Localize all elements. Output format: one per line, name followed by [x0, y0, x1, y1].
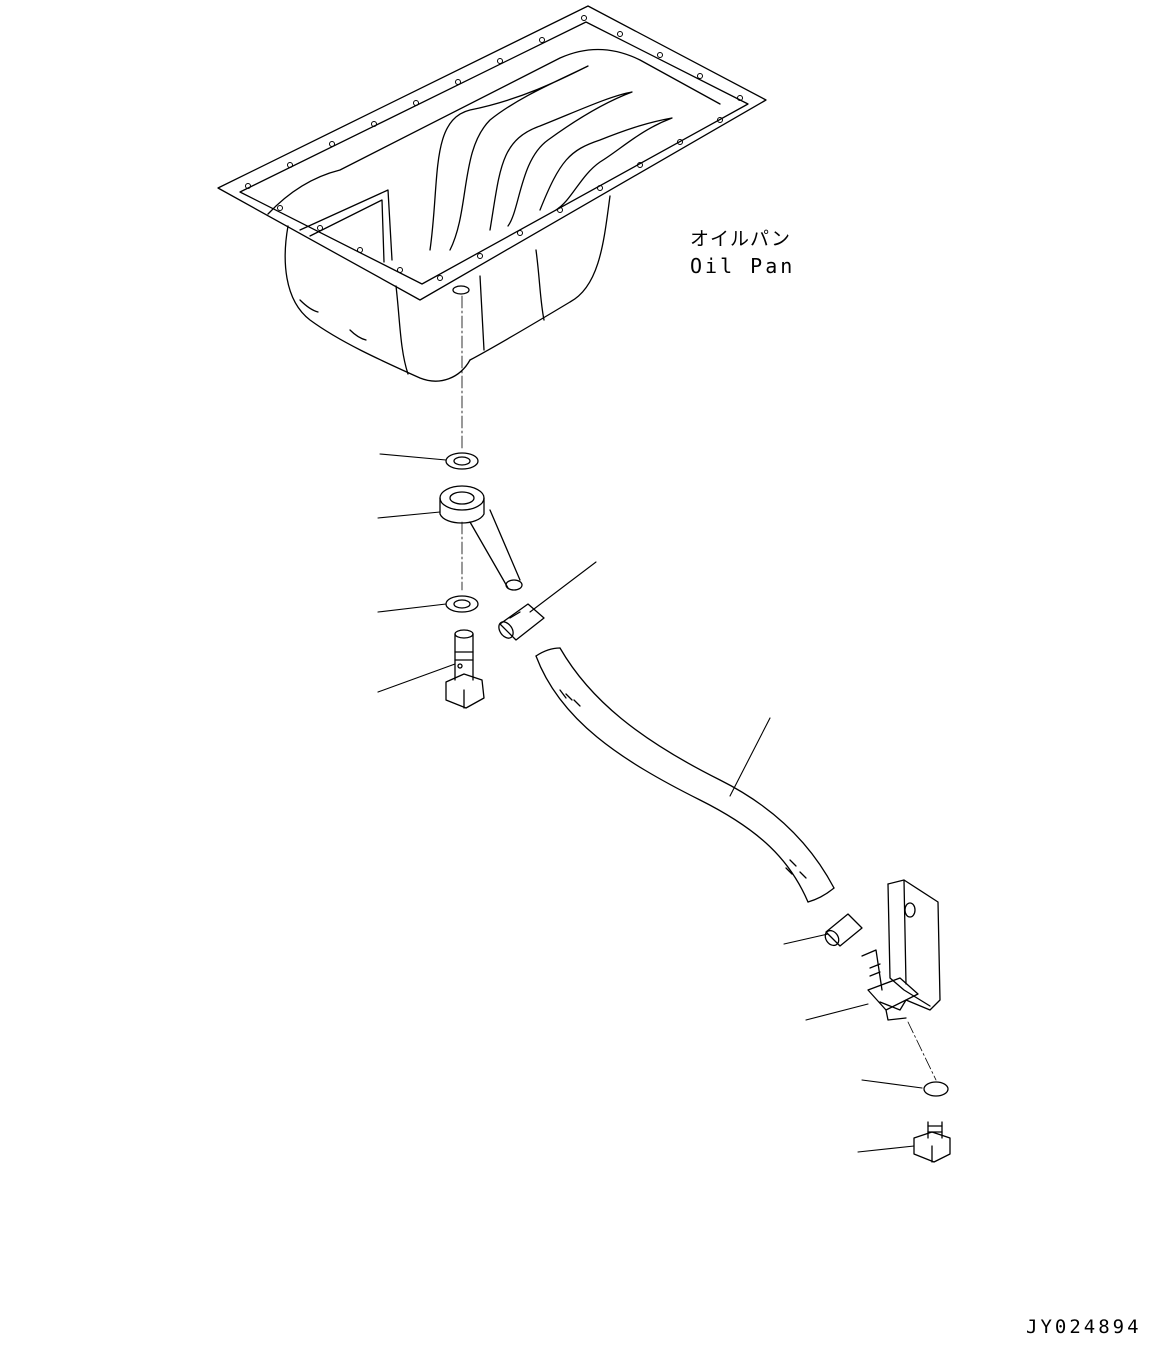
drawing-code: JY024894 [1026, 1316, 1142, 1338]
o-ring [924, 1082, 948, 1096]
banjo-fitting [440, 486, 522, 590]
gasket-lower [446, 596, 478, 612]
gasket-upper [446, 453, 478, 469]
drain-hose [536, 648, 834, 902]
hose-clamp-upper [496, 604, 544, 641]
hose-clamp-lower [822, 914, 862, 948]
oil-pan-label-english: Oil Pan [690, 254, 796, 278]
drain-plug [914, 1122, 950, 1162]
banjo-bolt [446, 630, 484, 708]
drain-bracket [862, 880, 940, 1020]
oil-pan [218, 6, 766, 381]
oil-pan-label-japanese: オイルパン [690, 228, 791, 250]
flange-bolt-holes [246, 16, 743, 281]
leader-lines [378, 454, 922, 1152]
